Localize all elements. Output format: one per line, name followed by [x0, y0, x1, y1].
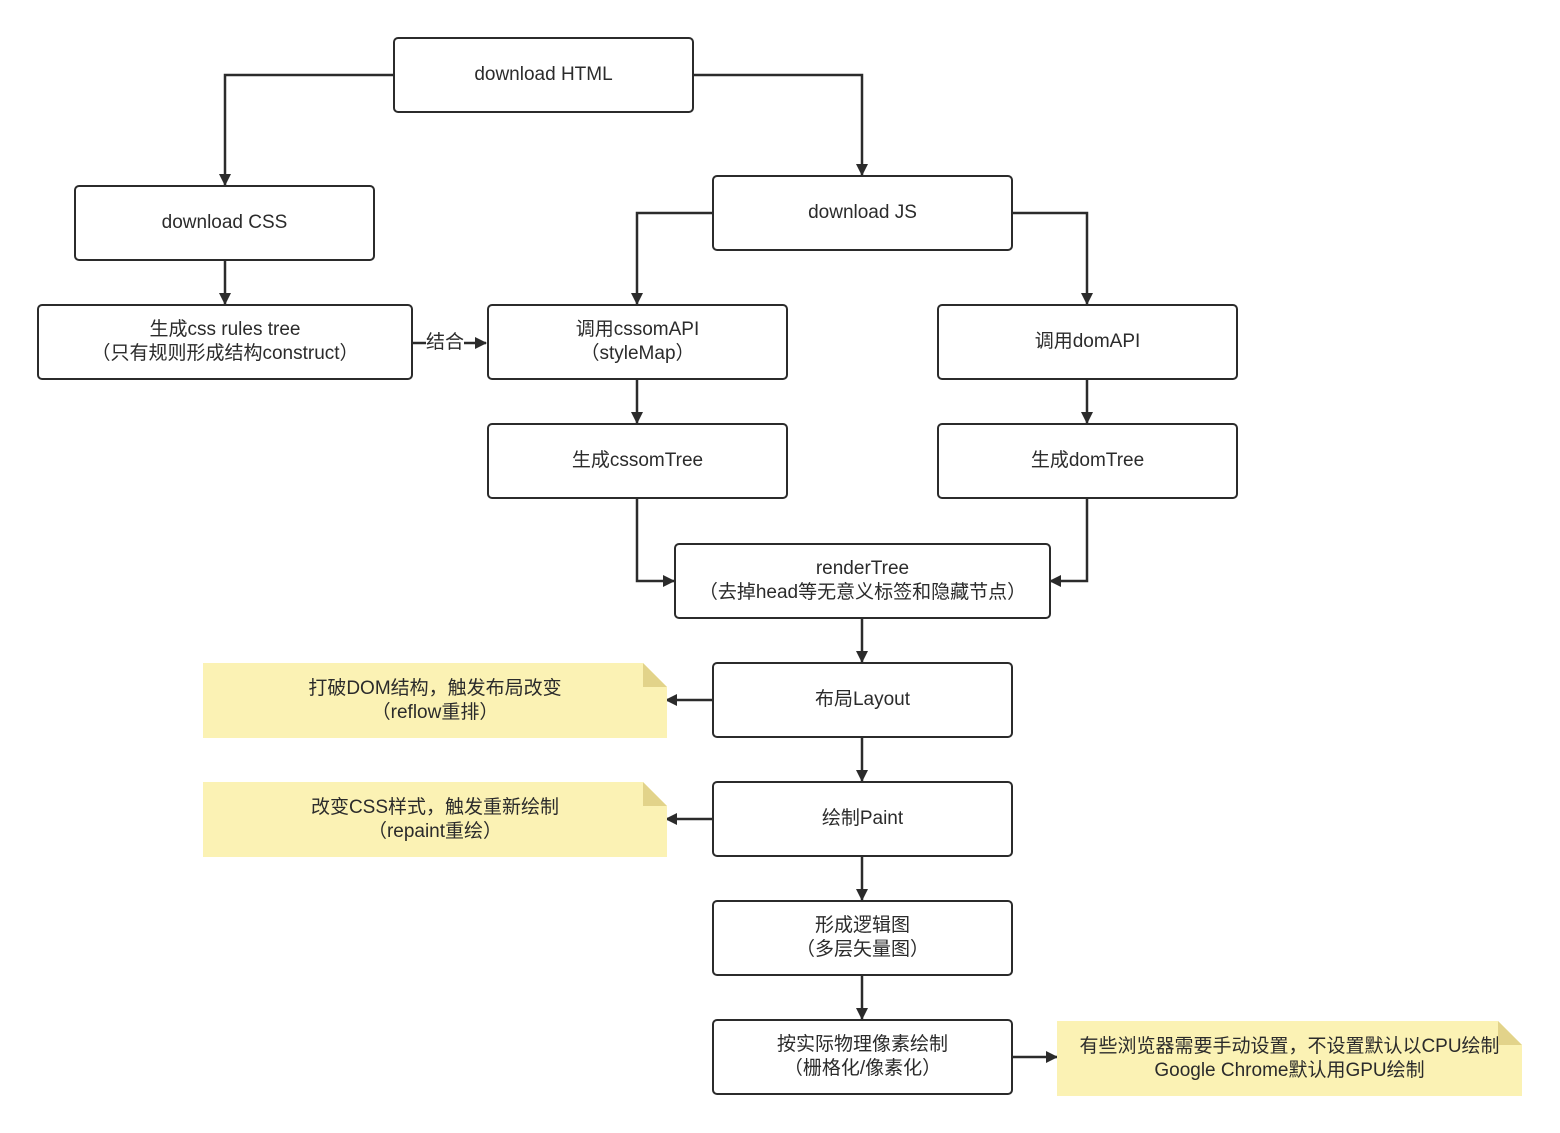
- node-text: 绘制Paint: [821, 808, 904, 829]
- node-text: 生成cssomTree: [571, 450, 704, 471]
- edge-label-combine: 结合: [426, 331, 465, 355]
- note-subtext: Google Chrome默认用GPU绘制: [1154, 1059, 1425, 1081]
- node-dom-api: 调用domAPI: [937, 304, 1238, 380]
- edge-js-to-cssomapi: [631, 211, 712, 305]
- node-text: 生成domTree: [1030, 450, 1145, 471]
- edge-html-to-js: [694, 73, 868, 176]
- note-text: 有些浏览器需要手动设置，不设置默认以CPU绘制: [1079, 1035, 1500, 1057]
- node-subtext: （只有规则形成结构construct）: [91, 343, 359, 364]
- node-text: 生成css rules tree: [149, 319, 301, 340]
- edge-domtree-to-render: [1049, 499, 1089, 587]
- node-rasterize: 按实际物理像素绘制 （栅格化/像素化）: [712, 1019, 1013, 1095]
- node-dom-tree: 生成domTree: [937, 423, 1238, 499]
- node-text: 布局Layout: [814, 689, 911, 710]
- node-cssom-tree: 生成cssomTree: [487, 423, 788, 499]
- node-css-rules-tree: 生成css rules tree （只有规则形成结构construct）: [37, 304, 413, 380]
- edge-html-to-css: [219, 73, 393, 186]
- node-text: download HTML: [474, 64, 613, 85]
- note-reflow: 打破DOM结构，触发布局改变 （reflow重排）: [203, 663, 667, 738]
- note-subtext: （repaint重绘）: [367, 820, 503, 842]
- note-fold-icon: [1498, 1021, 1522, 1045]
- note-gpu: 有些浏览器需要手动设置，不设置默认以CPU绘制 Google Chrome默认用…: [1057, 1021, 1522, 1096]
- note-text: 打破DOM结构，触发布局改变: [308, 677, 562, 699]
- node-download-js: download JS: [712, 175, 1013, 251]
- note-repaint: 改变CSS样式，触发重新绘制 （repaint重绘）: [203, 782, 667, 857]
- node-text: 形成逻辑图: [814, 915, 910, 936]
- node-download-css: download CSS: [74, 185, 375, 261]
- note-text: 改变CSS样式，触发重新绘制: [310, 796, 560, 818]
- node-text: download JS: [808, 202, 917, 223]
- node-subtext: （去掉head等无意义标签和隐藏节点）: [698, 582, 1027, 603]
- edge-js-to-domapi: [1012, 211, 1093, 305]
- note-fold-icon: [643, 663, 667, 687]
- node-text: download CSS: [161, 212, 288, 233]
- node-subtext: （styleMap）: [580, 343, 695, 364]
- note-fold-icon: [643, 782, 667, 806]
- node-download-html: download HTML: [393, 37, 694, 113]
- node-paint: 绘制Paint: [712, 781, 1013, 857]
- node-text: 调用domAPI: [1034, 331, 1141, 352]
- node-text: 按实际物理像素绘制: [776, 1034, 948, 1055]
- node-text: 调用cssomAPI: [575, 319, 700, 340]
- edge-cssomtree-to-render: [635, 499, 675, 587]
- node-subtext: （栅格化/像素化）: [783, 1058, 942, 1079]
- node-logic-graph: 形成逻辑图 （多层矢量图）: [712, 900, 1013, 976]
- node-layout: 布局Layout: [712, 662, 1013, 738]
- node-text: renderTree: [815, 558, 910, 579]
- note-subtext: （reflow重排）: [371, 701, 499, 723]
- node-subtext: （多层矢量图）: [795, 939, 929, 960]
- node-render-tree: renderTree （去掉head等无意义标签和隐藏节点）: [674, 543, 1051, 619]
- node-cssom-api: 调用cssomAPI （styleMap）: [487, 304, 788, 380]
